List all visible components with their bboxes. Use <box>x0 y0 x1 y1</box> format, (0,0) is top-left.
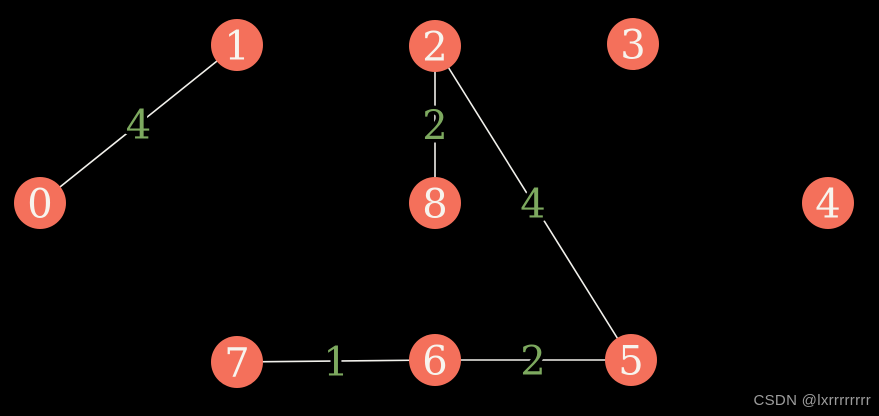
node-label-5: 5 <box>618 338 643 384</box>
edge-weight-label-0-1: 4 <box>126 102 151 148</box>
node-label-2: 2 <box>422 24 447 70</box>
graph-node-5 <box>605 334 657 386</box>
node-label-1: 1 <box>224 23 249 69</box>
graph-edge-0-1 <box>39 44 238 204</box>
graph-node-3 <box>607 18 659 70</box>
graph-node-8 <box>409 177 461 229</box>
csdn-watermark: CSDN @lxrrrrrrrr <box>753 392 871 409</box>
graph-node-0 <box>14 177 66 229</box>
graph-node-1 <box>211 19 263 71</box>
graph-node-4 <box>802 177 854 229</box>
graph-node-7 <box>211 336 263 388</box>
graph-node-6 <box>409 334 461 386</box>
node-label-7: 7 <box>224 340 249 386</box>
edge-weight-label-2-5: 4 <box>520 181 545 227</box>
node-label-6: 6 <box>422 338 447 384</box>
node-label-8: 8 <box>422 181 447 227</box>
edge-weight-label-6-5: 2 <box>520 338 545 384</box>
graph-edge-2-5 <box>434 45 632 361</box>
node-label-3: 3 <box>620 22 645 68</box>
edge-weight-label-7-6: 1 <box>323 339 348 385</box>
node-label-0: 0 <box>27 181 52 227</box>
graph-node-2 <box>409 20 461 72</box>
node-label-4: 4 <box>815 181 840 227</box>
edge-weight-label-2-8: 2 <box>422 103 447 149</box>
graph-edge-7-6 <box>236 359 436 363</box>
